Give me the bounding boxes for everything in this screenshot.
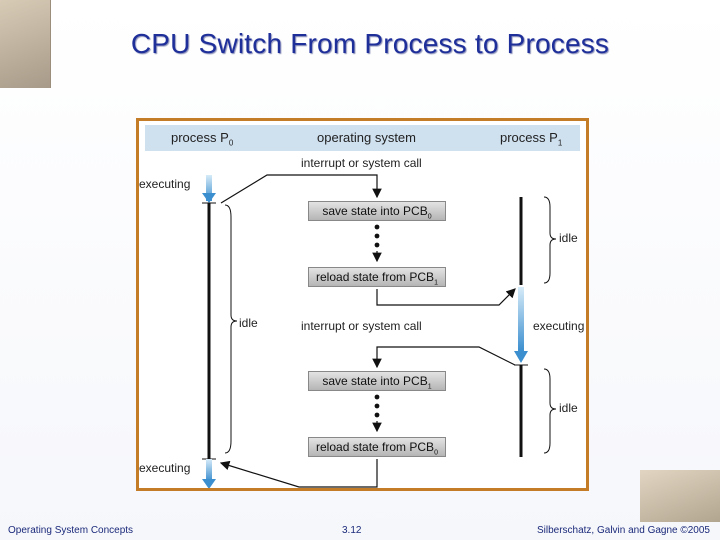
dinosaur-logo-icon xyxy=(0,0,51,88)
header-operating-system: operating system xyxy=(317,130,416,145)
p1-executing-bar xyxy=(518,287,524,351)
label-idle-p1-top: idle xyxy=(559,231,578,245)
label-interrupt-2: interrupt or system call xyxy=(301,319,422,333)
label-interrupt-1: interrupt or system call xyxy=(301,156,422,170)
p0-arrow-down-top xyxy=(202,193,216,203)
arrow-p0-to-os xyxy=(220,174,382,204)
p1-idle-brace-top xyxy=(543,196,557,284)
footer-authors: Silberschatz, Galvin and Gagne ©2005 xyxy=(536,525,710,536)
label-idle-p1-bot: idle xyxy=(559,401,578,415)
dinosaur-computer-icon xyxy=(640,470,720,522)
label-executing-top: executing xyxy=(139,177,191,191)
diagram-lines xyxy=(202,174,557,488)
header-process-p1: process P1 xyxy=(500,130,563,148)
context-switch-diagram: process P0 operating system process P1 xyxy=(136,118,589,491)
arrow-p1-to-os xyxy=(372,346,516,369)
arrow-os-to-p0 xyxy=(219,459,378,488)
footer-page-number: 3.12 xyxy=(342,525,362,536)
p0-executing-bot-bar xyxy=(206,459,212,481)
box-save-state-pcb0: save state into PCB0 xyxy=(308,201,446,221)
p0-arrow-down-bot xyxy=(202,479,216,488)
box-save-state-pcb1: save state into PCB1 xyxy=(308,371,446,391)
label-executing-p1: executing xyxy=(533,319,585,333)
diagram-header: process P0 operating system process P1 xyxy=(145,125,580,151)
p0-idle-brace xyxy=(224,204,238,454)
slide-title: CPU Switch From Process to Process xyxy=(130,28,610,59)
p1-arrow-down xyxy=(514,351,528,363)
p0-executing-top-bar xyxy=(206,175,212,201)
p1-idle-brace-bot xyxy=(543,368,557,454)
box-reload-state-pcb1: reload state from PCB1 xyxy=(308,267,446,287)
label-executing-bot: executing xyxy=(139,461,191,475)
label-idle-p0: idle xyxy=(239,316,258,330)
arrow-os-to-p1 xyxy=(376,288,516,306)
box-reload-state-pcb0: reload state from PCB0 xyxy=(308,437,446,457)
header-process-p0: process P0 xyxy=(171,130,234,148)
footer-book-title: Operating System Concepts xyxy=(8,525,134,536)
